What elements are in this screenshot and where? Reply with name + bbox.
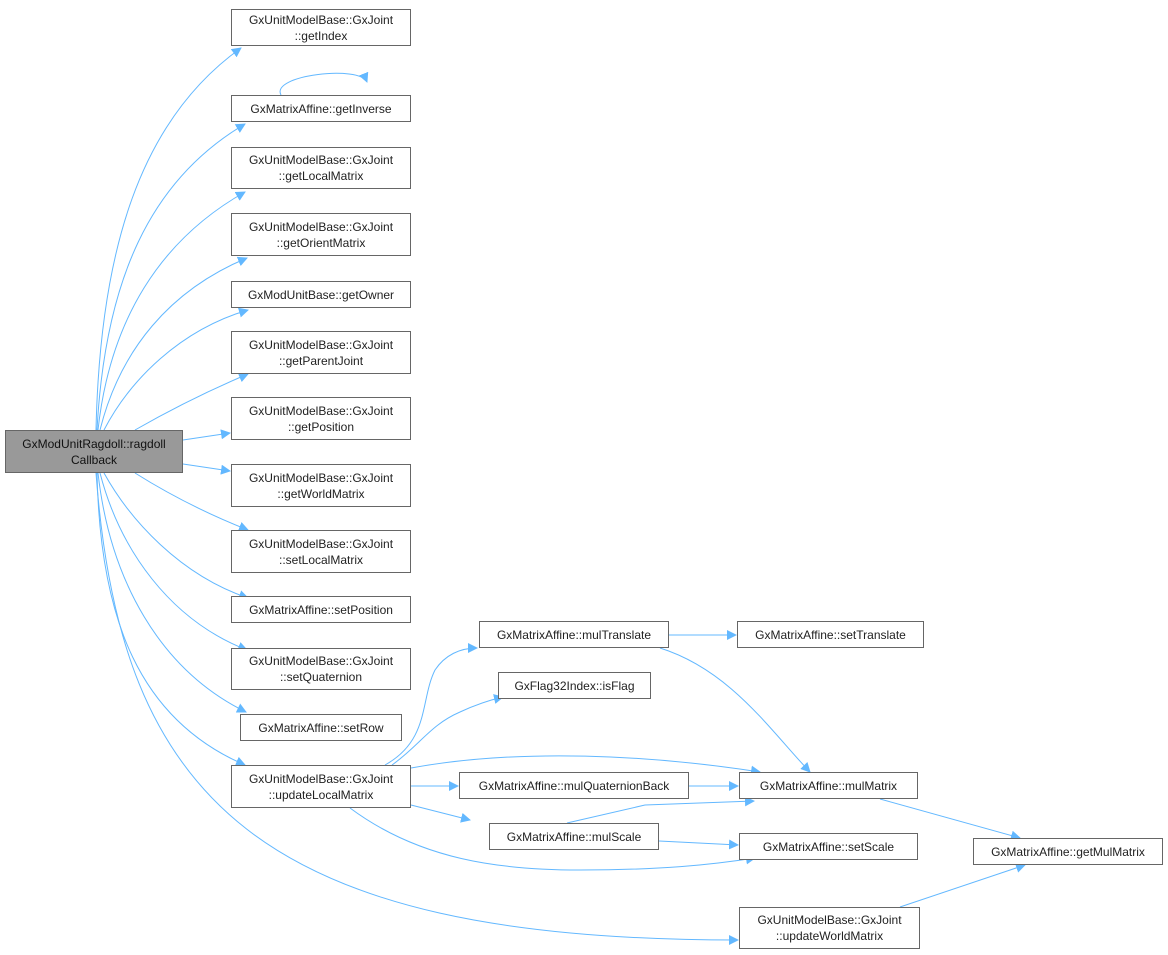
node-label-line: GxUnitModelBase::GxJoint	[248, 771, 394, 786]
node-label-line: GxUnitModelBase::GxJoint	[248, 536, 394, 551]
node-label-line: ::setLocalMatrix	[278, 552, 364, 567]
node-setQuaternion[interactable]: GxUnitModelBase::GxJoint::setQuaternion	[231, 648, 411, 690]
node-label-line: ::getLocalMatrix	[278, 169, 364, 183]
node-label-line: GxUnitModelBase::GxJoint	[248, 12, 394, 27]
edge-root-to-getWorldMatrix	[182, 463, 231, 475]
node-label-line: ::getIndex	[294, 28, 348, 43]
node-label-line: GxMatrixAffine::setPosition	[249, 602, 393, 617]
node-label-line: GxMatrixAffine::mulMatrix	[759, 778, 898, 793]
edge-mulMatrix-to-getMulMatrix	[879, 798, 1021, 841]
edge-mulScale-to-mulMatrix	[566, 796, 755, 824]
edge-updateLocalMatrix-to-mulScale	[410, 804, 471, 823]
node-updateWorldMatrix[interactable]: GxUnitModelBase::GxJoint::updateWorldMat…	[739, 907, 920, 949]
node-setLocalMatrix[interactable]: GxUnitModelBase::GxJoint::setLocalMatrix	[231, 530, 411, 573]
node-label-line: GxUnitModelBase::GxJoint	[757, 913, 902, 927]
edge-root-to-updateLocalMatrix	[96, 472, 246, 767]
edge-updateLocalMatrix-to-isFlag	[391, 694, 504, 766]
node-getMulMatrix[interactable]: GxMatrixAffine::getMulMatrix	[973, 838, 1163, 865]
node-label-line: GxFlag32Index::isFlag	[514, 678, 635, 693]
node-mulScale[interactable]: GxMatrixAffine::mulScale	[489, 823, 659, 850]
node-getInverse[interactable]: GxMatrixAffine::getInverse	[231, 95, 411, 122]
node-label-line: ::updateWorldMatrix	[775, 929, 884, 943]
node-setRow[interactable]: GxMatrixAffine::setRow	[240, 714, 402, 741]
node-mulTranslate[interactable]: GxMatrixAffine::mulTranslate	[479, 621, 669, 648]
node-label-line: GxMatrixAffine::mulTranslate	[496, 627, 652, 642]
node-label-line: ::getPosition	[287, 419, 355, 434]
node-label-line: GxUnitModelBase::GxJoint	[248, 219, 394, 234]
node-label-line: ::getWorldMatrix	[277, 486, 365, 501]
node-label-line: GxUnitModelBase::GxJoint	[248, 403, 394, 418]
node-setScale[interactable]: GxMatrixAffine::setScale	[739, 833, 918, 860]
edge-updateWorldMatrix-to-getMulMatrix	[899, 863, 1026, 908]
edge-root-to-getPosition	[182, 429, 231, 441]
edge-root-to-getOrientMatrix	[99, 256, 248, 431]
edge-root-to-getLocalMatrix	[97, 191, 246, 431]
node-getParentJoint[interactable]: GxUnitModelBase::GxJoint::getParentJoint	[231, 331, 411, 374]
node-label-line: GxUnitModelBase::GxJoint	[248, 153, 394, 167]
node-label-line: GxModUnitRagdoll::ragdoll	[22, 436, 166, 451]
node-label-line: GxMatrixAffine::setScale	[762, 839, 895, 854]
node-label-line: GxUnitModelBase::GxJoint	[248, 337, 394, 352]
node-updateLocalMatrix[interactable]: GxUnitModelBase::GxJoint::updateLocalMat…	[231, 765, 411, 808]
edge-updateLocalMatrix-to-mulTranslate	[384, 643, 478, 766]
edge-root-to-setRow	[97, 472, 247, 713]
edge-mulScale-to-setScale	[658, 839, 739, 850]
edge-getInverse-to-getInverse	[279, 71, 369, 96]
node-getOrientMatrix[interactable]: GxUnitModelBase::GxJoint::getOrientMatri…	[231, 213, 411, 256]
node-mulQuaternionBack[interactable]: GxMatrixAffine::mulQuaternionBack	[459, 772, 689, 799]
node-setTranslate[interactable]: GxMatrixAffine::setTranslate	[737, 621, 924, 648]
node-isFlag[interactable]: GxFlag32Index::isFlag	[498, 672, 651, 699]
edge-root-to-getParentJoint	[134, 372, 249, 431]
node-getLocalMatrix[interactable]: GxUnitModelBase::GxJoint::getLocalMatrix	[231, 147, 411, 189]
node-label-line: ::getOrientMatrix	[276, 235, 366, 250]
edge-updateLocalMatrix-to-mulMatrix	[410, 755, 761, 776]
node-label-line: Callback	[70, 452, 118, 467]
node-label-line: GxMatrixAffine::mulScale	[506, 829, 642, 844]
edge-root-to-updateWorldMatrix	[95, 472, 739, 945]
node-label-line: ::setQuaternion	[279, 670, 363, 684]
node-getWorldMatrix[interactable]: GxUnitModelBase::GxJoint::getWorldMatrix	[231, 464, 411, 507]
node-label-line: ::updateLocalMatrix	[268, 787, 374, 802]
node-label-line: GxMatrixAffine::getMulMatrix	[991, 844, 1145, 859]
edge-root-to-setQuaternion	[99, 472, 248, 652]
node-label-line: GxMatrixAffine::setRow	[258, 720, 384, 735]
node-mulMatrix[interactable]: GxMatrixAffine::mulMatrix	[739, 772, 918, 799]
node-label-line: ::getParentJoint	[278, 353, 364, 368]
node-setPosition[interactable]: GxMatrixAffine::setPosition	[231, 596, 411, 623]
node-label-line: GxMatrixAffine::mulQuaternionBack	[478, 778, 670, 793]
edge-updateLocalMatrix-to-setScale	[349, 807, 756, 871]
node-label-line: GxMatrixAffine::getInverse	[250, 101, 392, 116]
node-label-line: GxMatrixAffine::setTranslate	[755, 627, 906, 642]
edge-root-to-getInverse	[96, 123, 246, 431]
node-label-line: GxUnitModelBase::GxJoint	[248, 654, 394, 668]
edge-mulTranslate-to-mulMatrix	[659, 647, 811, 773]
edge-root-to-getOwner	[103, 307, 249, 431]
node-label-line: GxUnitModelBase::GxJoint	[248, 470, 394, 485]
edge-root-to-setPosition	[103, 472, 249, 600]
edge-root-to-setLocalMatrix	[134, 472, 249, 532]
node-getIndex[interactable]: GxUnitModelBase::GxJoint::getIndex	[231, 9, 411, 46]
node-getOwner[interactable]: GxModUnitBase::getOwner	[231, 281, 411, 308]
node-getPosition[interactable]: GxUnitModelBase::GxJoint::getPosition	[231, 397, 411, 440]
node-label-line: GxModUnitBase::getOwner	[247, 287, 395, 302]
edge-root-to-getIndex	[95, 47, 242, 431]
